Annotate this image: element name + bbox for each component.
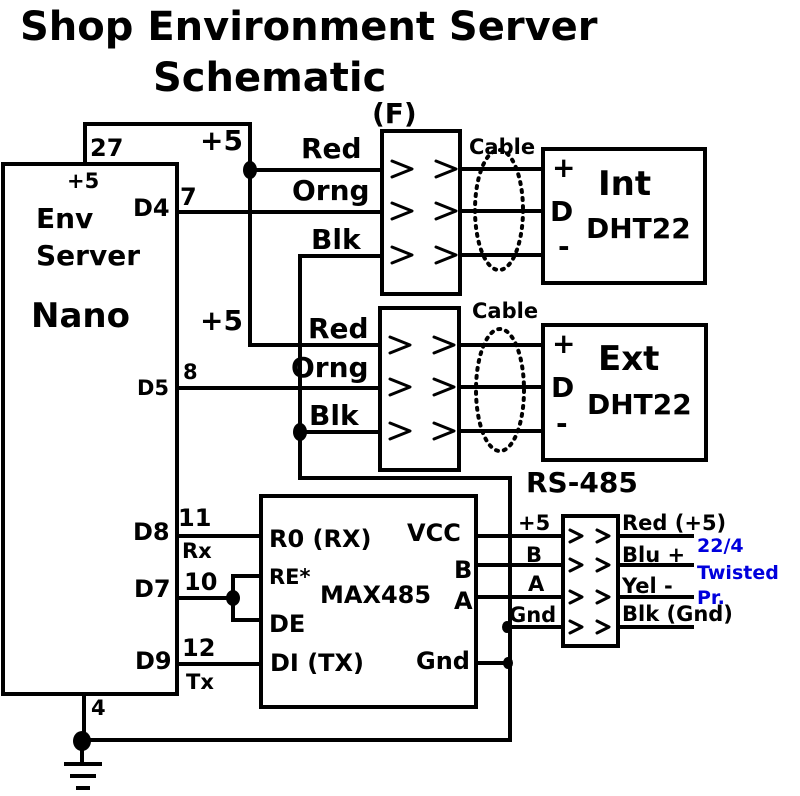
- max485-name: MAX485: [320, 581, 431, 609]
- pin-d4-number: 7: [180, 183, 197, 211]
- rs485-out-blk: Blk (Gnd): [622, 602, 733, 626]
- max485-b-pin: B: [454, 556, 472, 584]
- int-blk-label: Blk: [311, 223, 362, 256]
- max485-output-wires: [474, 534, 565, 665]
- power-rail-wire: [83, 122, 382, 347]
- ext-cable-bundle: [474, 327, 526, 453]
- ext-cable-label: Cable: [472, 299, 538, 323]
- ext-cable-wires: [457, 343, 545, 433]
- int-cable-bundle: [473, 148, 525, 272]
- max485-vcc-pin: VCC: [407, 519, 461, 547]
- nano-vcc-pin: 27: [90, 134, 123, 162]
- rs485-out-yel: Yel -: [621, 574, 673, 598]
- ext-red-arrow: [388, 335, 456, 355]
- fuse-label: (F): [372, 97, 417, 130]
- pin-d9-label: D9: [135, 647, 172, 675]
- rs485-output-wires: [616, 534, 694, 629]
- rs485-in-a: A: [528, 572, 545, 596]
- int-red-arrow: [390, 159, 458, 179]
- pin-d7-number: 10: [184, 568, 217, 596]
- rs485-a-arrow: [568, 589, 611, 605]
- ext-dht-name: Ext: [598, 339, 659, 379]
- int-dht-data: D: [550, 195, 573, 228]
- cable-note-line-3: Pr.: [697, 587, 725, 609]
- nano-name-line-2: Server: [36, 239, 140, 272]
- nano-name-line-1: Env: [36, 202, 93, 235]
- ext-dht-minus: -: [556, 407, 568, 440]
- cable-note-line-2: Twisted: [697, 562, 779, 584]
- rs485-plus5-arrow: [568, 528, 611, 544]
- nano-model: Nano: [31, 296, 130, 336]
- re-de-junction-dot: [226, 590, 240, 606]
- pin-d5-label: D5: [137, 376, 169, 400]
- max485-gnd-pin: Gnd: [416, 647, 470, 675]
- int-orng-label: Orng: [292, 174, 370, 207]
- int-blk-arrow: [390, 245, 458, 265]
- ext-blk-label: Blk: [309, 399, 360, 432]
- rs485-gnd-dot: [502, 621, 512, 633]
- int-red-label: Red: [301, 132, 362, 165]
- max485-re-pin: RE*: [269, 565, 311, 589]
- int-dht-plus: +: [552, 151, 575, 184]
- rs485-in-b: B: [526, 543, 542, 567]
- rs485-in-plus5: +5: [518, 511, 550, 535]
- rs485-gnd-arrow: [568, 619, 611, 635]
- int-cable-label: Cable: [469, 135, 535, 159]
- power-label-top: +5: [200, 124, 243, 157]
- ground-junction-dot: [293, 423, 307, 441]
- ext-red-label: Red: [308, 312, 369, 345]
- pin-d8-label: D8: [133, 518, 170, 546]
- ext-blk-arrow: [388, 421, 456, 441]
- int-dht-minus: -: [558, 230, 570, 263]
- pin-d9-function: Tx: [186, 670, 214, 694]
- pin-d5-number: 8: [183, 360, 198, 384]
- title-line-1: Shop Environment Server: [20, 4, 598, 50]
- max485-de-pin: DE: [269, 610, 305, 638]
- max485-di-pin: DI (TX): [270, 649, 364, 677]
- ground-symbol: [64, 739, 102, 790]
- rs485-b-arrow: [568, 557, 611, 573]
- max485-gnd-dot: [503, 657, 513, 669]
- ext-dht-plus: +: [552, 327, 575, 360]
- max485-a-pin: A: [454, 587, 473, 615]
- main-ground-wire: [82, 692, 512, 742]
- int-orng-arrow: [390, 201, 458, 221]
- rs485-connector-block: [561, 514, 620, 648]
- max485-chip: [259, 494, 478, 709]
- power-label-mid: +5: [200, 304, 243, 337]
- nano-gnd-pin: 4: [91, 696, 106, 720]
- pin-d9-number: 12: [182, 634, 215, 662]
- int-dht-name: Int: [598, 164, 651, 204]
- pin-d7-label: D7: [134, 575, 171, 603]
- int-cable-wires: [458, 167, 545, 257]
- cable-note-line-1: 22/4: [697, 535, 744, 557]
- max485-ro-pin: R0 (RX): [269, 525, 371, 553]
- nano-block: [1, 162, 179, 696]
- power-junction-dot: [243, 161, 257, 179]
- ext-dht-data: D: [551, 371, 574, 404]
- ext-dht22-sensor: [541, 323, 708, 462]
- pin-d8-function: Rx: [182, 539, 212, 563]
- rs485-out-red: Red (+5): [622, 511, 726, 535]
- nano-vcc-label: +5: [67, 169, 99, 193]
- rs485-out-blu: Blu +: [622, 543, 685, 567]
- ext-orng-label: Orng: [291, 351, 369, 384]
- rs485-title: RS-485: [526, 466, 638, 499]
- rs485-in-gnd: Gnd: [509, 603, 556, 627]
- int-dht22-sensor: [541, 147, 707, 285]
- pin-d4-label: D4: [133, 194, 170, 222]
- int-dht-model: DHT22: [586, 212, 691, 245]
- ext-dht-model: DHT22: [587, 388, 692, 421]
- title-line-2: Schematic: [153, 55, 386, 101]
- ext-orng-arrow: [388, 377, 456, 397]
- pin-d8-number: 11: [178, 504, 211, 532]
